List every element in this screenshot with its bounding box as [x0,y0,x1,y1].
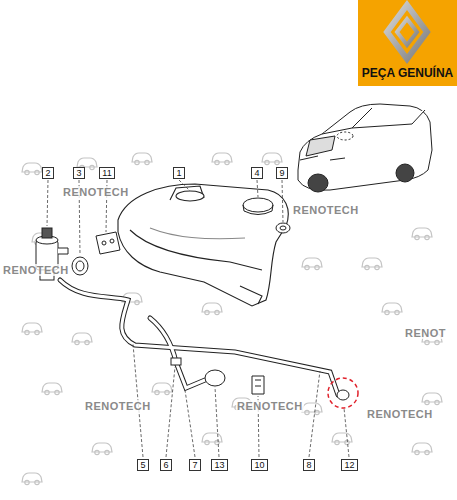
callout-box: 9 [276,167,288,179]
watermark-text: RENOTECH [236,400,304,412]
callout-number: 12 [344,460,354,470]
watermark-text: RENOT [404,327,447,339]
callout-box: 1 [173,167,185,179]
watermark-icon [362,258,382,270]
washer-hose [60,280,338,395]
filler-cap [243,198,273,215]
callout-number: 5 [140,460,145,470]
watermark-text: RENOTECH [2,264,70,276]
callout-number: 4 [254,168,259,178]
genuine-part-badge: PEÇA GENUÍNA [358,0,457,86]
callout-box: 4 [251,167,263,179]
watermark-text: RENOTECH [62,186,130,198]
watermark-icon [202,303,222,315]
callout-box: 5 [137,459,149,471]
badge-text: PEÇA GENUÍNA [362,66,454,80]
callout-box: 8 [303,459,315,471]
pump-seal [72,257,88,275]
callout-number: 9 [279,168,284,178]
callout-number: 11 [102,168,111,178]
watermark-icon [22,323,42,335]
callout-number: 10 [254,460,264,470]
callout-box: 10 [251,459,268,471]
grommet [276,223,290,233]
watermark-icons [22,153,442,485]
callout-number: 1 [176,168,181,178]
hose-clip [96,232,120,254]
watermark-icon [332,433,352,445]
callout-box: 6 [160,459,172,471]
watermark-icon [42,383,62,395]
watermark-icon [382,303,402,315]
callout-number: 8 [306,460,311,470]
watermark-icon [262,153,282,165]
watermark-icon [132,153,152,165]
callout-box: 7 [189,459,201,471]
car-illustration [298,104,432,192]
callout-box: 3 [73,167,85,179]
watermark-icon [152,383,172,395]
badge-ground [358,0,457,86]
callout-number: 3 [76,168,81,178]
callout-number: 6 [163,460,168,470]
watermark-icon [412,443,432,455]
callout-box: 2 [42,167,54,179]
highlight-circle [328,378,358,408]
callout-box: 12 [341,459,358,471]
watermark-text: RENOTECH [292,204,360,216]
watermark-icon [92,443,112,455]
watermark-icon [412,228,432,240]
callout-box: 13 [211,459,228,471]
watermark-icon [202,433,222,445]
callout-number: 13 [214,460,224,470]
watermark-icon [302,403,322,415]
watermark-icon [302,258,322,270]
watermark-icon [22,473,42,485]
hose-parts [171,358,349,400]
callout-number: 7 [192,460,197,470]
watermark-text: RENOTECH [84,400,152,412]
washer-reservoir [118,184,288,306]
callout-box: 11 [99,167,115,179]
callout-number: 2 [45,168,50,178]
watermark-text: RENOTECH [366,408,434,420]
renault-logo [387,5,427,59]
watermark-icon [72,333,92,345]
watermark-icon [212,153,232,165]
watermark-icon [22,163,42,175]
watermark-icon [422,393,442,405]
leader-lines [47,180,349,457]
